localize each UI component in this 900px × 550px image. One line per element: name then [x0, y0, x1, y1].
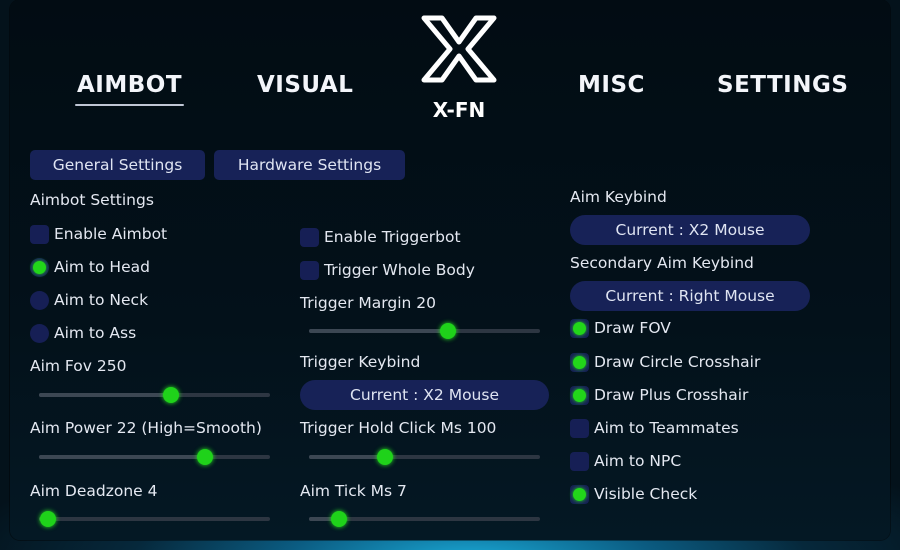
nav-visual[interactable]: VISUAL — [257, 72, 354, 98]
trigger-keybind-label: Trigger Keybind — [300, 353, 421, 371]
main-panel — [10, 0, 890, 540]
aim-to-head-indicator — [30, 257, 49, 277]
aim-keybind-button[interactable]: Current : X2 Mouse — [570, 215, 810, 245]
aim-to-head-label: Aim to Head — [54, 258, 150, 276]
draw-plus-crosshair-box — [570, 385, 589, 405]
enable-aimbot-box — [30, 224, 49, 244]
enable-aimbot-checkbox[interactable]: Enable Aimbot — [30, 223, 167, 245]
nav-aimbot[interactable]: AIMBOT — [74, 72, 185, 106]
aim-to-ass-radio[interactable]: Aim to Ass — [30, 322, 136, 344]
slider-track — [39, 517, 270, 521]
slider-knob[interactable] — [197, 449, 214, 465]
aim-tick-label: Aim Tick Ms 7 — [300, 482, 407, 500]
aim-deadzone-slider[interactable] — [39, 511, 270, 527]
slider-fill — [39, 455, 206, 459]
aim-to-teammates-checkbox[interactable]: Aim to Teammates — [570, 417, 739, 439]
secondary-keybind-label: Secondary Aim Keybind — [570, 254, 754, 272]
aim-to-npc-label: Aim to NPC — [594, 452, 682, 470]
enable-triggerbot-box — [300, 227, 319, 247]
trigger-margin-label: Trigger Margin 20 — [300, 294, 436, 312]
nav-settings[interactable]: SETTINGS — [717, 72, 849, 98]
aim-tick-slider[interactable] — [309, 511, 540, 527]
aim-to-teammates-label: Aim to Teammates — [594, 419, 739, 437]
aim-power-label: Aim Power 22 (High=Smooth) — [30, 419, 262, 437]
brand-title: X-FN — [432, 98, 486, 122]
enable-triggerbot-label: Enable Triggerbot — [324, 228, 461, 246]
slider-fill — [309, 455, 386, 459]
aim-to-ass-indicator — [30, 323, 49, 343]
draw-circle-crosshair-box — [570, 352, 589, 372]
draw-circle-crosshair-checkbox[interactable]: Draw Circle Crosshair — [570, 351, 760, 373]
aim-fov-slider[interactable] — [39, 387, 270, 403]
slider-knob[interactable] — [377, 449, 394, 465]
visible-check-checkbox[interactable]: Visible Check — [570, 483, 697, 505]
aim-to-ass-label: Aim to Ass — [54, 324, 137, 342]
aim-to-neck-radio[interactable]: Aim to Neck — [30, 289, 148, 311]
aimbot-settings-heading: Aimbot Settings — [30, 191, 154, 209]
draw-fov-label: Draw FOV — [594, 319, 671, 337]
enable-triggerbot-checkbox[interactable]: Enable Triggerbot — [300, 226, 461, 248]
aim-power-slider[interactable] — [39, 449, 270, 465]
nav-misc[interactable]: MISC — [578, 72, 645, 98]
trigger-hold-slider[interactable] — [309, 449, 540, 465]
draw-plus-crosshair-label: Draw Plus Crosshair — [594, 386, 749, 404]
trigger-whole-body-label: Trigger Whole Body — [324, 261, 475, 279]
slider-track — [309, 455, 540, 459]
slider-knob[interactable] — [40, 511, 57, 527]
trigger-keybind-button[interactable]: Current : X2 Mouse — [300, 380, 549, 410]
aim-to-teammates-box — [570, 418, 589, 438]
slider-knob[interactable] — [162, 387, 179, 403]
aim-keybind-label: Aim Keybind — [570, 188, 667, 206]
aim-to-npc-box — [570, 451, 589, 471]
slider-fill — [39, 393, 171, 397]
draw-fov-box — [570, 318, 589, 338]
trigger-margin-slider[interactable] — [309, 323, 540, 339]
aim-deadzone-label: Aim Deadzone 4 — [30, 482, 158, 500]
secondary-keybind-button[interactable]: Current : Right Mouse — [570, 281, 810, 311]
tab-hardware-settings[interactable]: Hardware Settings — [214, 150, 405, 180]
aim-to-head-radio[interactable]: Aim to Head — [30, 256, 150, 278]
trigger-whole-body-checkbox[interactable]: Trigger Whole Body — [300, 259, 475, 281]
slider-fill — [309, 329, 448, 333]
trigger-hold-label: Trigger Hold Click Ms 100 — [300, 419, 497, 437]
slider-knob[interactable] — [439, 323, 456, 339]
slider-knob[interactable] — [331, 511, 348, 527]
draw-circle-crosshair-label: Draw Circle Crosshair — [594, 353, 761, 371]
visible-check-box — [570, 484, 589, 504]
tab-general-settings[interactable]: General Settings — [30, 150, 205, 180]
trigger-whole-body-box — [300, 260, 319, 280]
aim-to-neck-indicator — [30, 290, 49, 310]
draw-fov-checkbox[interactable]: Draw FOV — [570, 317, 671, 339]
aim-fov-label: Aim Fov 250 — [30, 357, 127, 375]
slider-fill — [309, 517, 340, 521]
aim-to-npc-checkbox[interactable]: Aim to NPC — [570, 450, 681, 472]
aim-to-neck-label: Aim to Neck — [54, 291, 149, 309]
slider-track — [309, 517, 540, 521]
enable-aimbot-label: Enable Aimbot — [54, 225, 168, 243]
x-logo-icon — [421, 15, 497, 83]
visible-check-label: Visible Check — [594, 485, 698, 503]
draw-plus-crosshair-checkbox[interactable]: Draw Plus Crosshair — [570, 384, 748, 406]
